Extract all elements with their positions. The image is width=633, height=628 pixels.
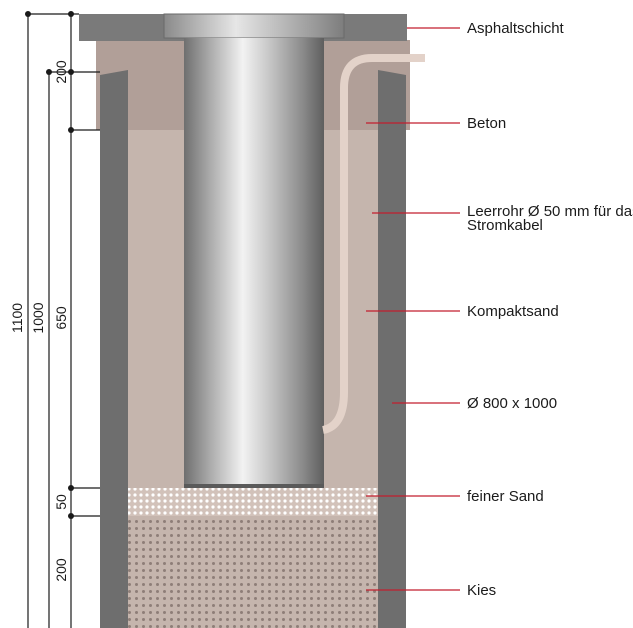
label-shaft-size: Ø 800 x 1000 <box>467 395 557 412</box>
dim-gravel: 200 <box>53 558 69 582</box>
shaft-wall-left <box>100 70 128 628</box>
steel-pipe <box>184 38 324 488</box>
cable-conduit <box>321 54 425 434</box>
label-asphalt: Asphaltschicht <box>467 20 565 37</box>
dim-fine-sand: 50 <box>53 494 69 510</box>
label-fine-sand: feiner Sand <box>467 488 544 505</box>
dim-total: 1100 <box>9 303 25 333</box>
dim-shaft: 1000 <box>30 302 46 333</box>
label-conduit-line1: Leerrohr Ø 50 mm für das <box>467 203 633 220</box>
pipe-flange <box>163 13 345 39</box>
label-compact-sand: Kompaktsand <box>467 303 559 320</box>
label-concrete: Beton <box>467 115 506 132</box>
gravel-layer <box>128 516 378 628</box>
dim-compact-sand: 650 <box>53 306 69 330</box>
label-conduit-line2: Stromkabel <box>467 217 543 234</box>
dimension-ticks <box>25 11 74 519</box>
pipe-bottom-edge <box>184 484 324 488</box>
fine-sand-layer <box>128 488 378 516</box>
label-gravel: Kies <box>467 582 496 599</box>
dimension-lines <box>27 13 100 628</box>
shaft-wall-right <box>378 70 406 628</box>
dim-concrete: 200 <box>53 60 69 84</box>
